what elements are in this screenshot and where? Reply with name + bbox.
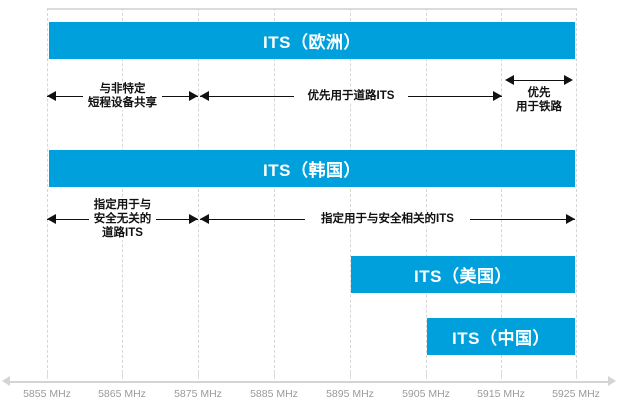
axis-tick-5895 [350,371,351,379]
frequency-axis [8,381,610,383]
axis-label-5885: 5885 MHz [250,388,298,400]
axis-tick-5865 [122,371,123,379]
arrow-head-left-icon [47,214,56,224]
annotation-eu-shared: 与非特定 短程设备共享 [47,72,198,120]
arrow-head-right-icon [189,214,198,224]
axis-tick-5905 [426,371,427,379]
annotation-eu-rail-line1: 优先 [527,87,551,99]
axis-tick-5855 [47,371,48,379]
annotation-kr-nonsafety-line3: 道路ITS [102,227,143,239]
axis-tick-5885 [274,371,275,379]
axis-label-5905: 5905 MHz [402,388,450,400]
axis-label-5925: 5925 MHz [552,388,600,400]
annotation-kr-nonsafety-line2: 安全无关的 [93,213,152,225]
grid-container [47,8,577,378]
axis-tick-5875 [198,371,199,379]
gridline-5915 [501,8,503,378]
band-korea: ITS（韩国） [49,150,575,187]
annotation-kr-nonsafety-line1: 指定用于与 [93,199,152,211]
axis-label-5915: 5915 MHz [477,388,525,400]
arrow-head-left-icon [505,75,514,85]
band-usa: ITS（美国） [351,256,575,293]
annotation-eu-road-its-label: 优先用于道路ITS [293,89,409,103]
annotation-row-korea: 指定用于与 安全无关的 道路ITS 指定用于与安全相关的ITS [0,192,618,246]
axis-label-5895: 5895 MHz [326,388,374,400]
gridline-5885 [274,8,276,378]
annotation-row-europe: 与非特定 短程设备共享 优先用于道路ITS 优先 用于铁路 [0,72,618,120]
annotation-eu-road-its: 优先用于道路ITS [200,72,502,120]
axis-arrow-right-icon [608,376,616,386]
gridline-5855 [47,8,49,378]
plot-top-rule [47,8,577,10]
arrow-head-left-icon [47,91,56,101]
annotation-kr-nonsafety: 指定用于与 安全无关的 道路ITS [47,192,198,246]
arrow-head-right-icon [189,91,198,101]
axis-label-5855: 5855 MHz [23,388,71,400]
annotation-eu-rail: 优先 用于铁路 [503,72,575,120]
gridline-5905 [426,8,428,378]
band-korea-label: ITS（韩国） [263,161,361,180]
gridline-5875 [198,8,200,378]
annotation-kr-safety-label: 指定用于与安全相关的ITS [305,212,470,226]
arrow-head-right-icon [564,75,573,85]
axis-tick-5915 [501,371,502,379]
axis-tick-5925 [576,371,577,379]
arrow-head-right-icon [493,91,502,101]
band-usa-label: ITS（美国） [414,267,512,286]
band-china: ITS（中国） [427,318,575,355]
axis-arrow-left-icon [2,376,10,386]
band-europe: ITS（欧洲） [49,22,575,59]
annotation-kr-safety: 指定用于与安全相关的ITS [200,192,575,246]
arrow-head-left-icon [200,214,209,224]
annotation-eu-shared-line1: 与非特定 [99,83,146,95]
annotation-eu-rail-line2: 用于铁路 [516,101,562,113]
arrow-head-left-icon [200,91,209,101]
arrow-head-right-icon [566,214,575,224]
annotation-eu-shared-line2: 短程设备共享 [88,97,157,109]
axis-label-5865: 5865 MHz [98,388,146,400]
gridline-5865 [122,8,124,378]
band-china-label: ITS（中国） [452,329,550,348]
axis-label-5875: 5875 MHz [174,388,222,400]
band-europe-label: ITS（欧洲） [263,33,361,52]
gridline-5925 [576,8,578,378]
gridline-5895 [350,8,352,378]
